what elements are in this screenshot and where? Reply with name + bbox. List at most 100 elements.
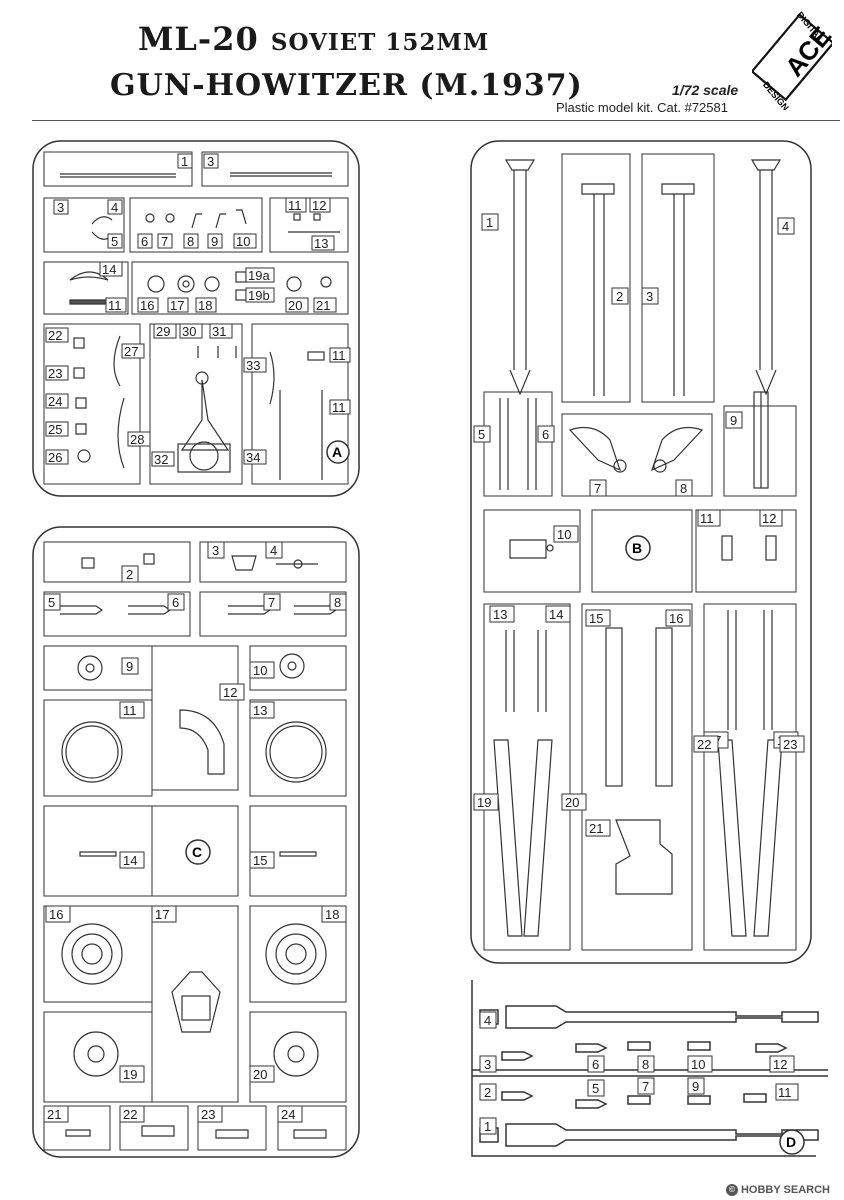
svg-text:9: 9	[126, 659, 133, 674]
part-label: 22	[45, 327, 69, 343]
svg-text:17: 17	[155, 907, 169, 922]
part-label: 8	[637, 1055, 655, 1073]
part-label: 20	[249, 1065, 275, 1083]
part-label: 6	[587, 1055, 605, 1073]
svg-text:20: 20	[253, 1067, 267, 1082]
svg-text:13: 13	[493, 607, 507, 622]
part-label: 10	[553, 525, 579, 543]
title-subtitle: SOVIET 152MM	[270, 29, 490, 56]
part-label: 16	[137, 297, 159, 313]
svg-text:6: 6	[592, 1057, 599, 1072]
header-rule	[32, 120, 840, 121]
part-label: 11	[119, 701, 145, 719]
svg-text:25: 25	[48, 422, 62, 437]
part-label: 15	[249, 851, 275, 869]
part-label: 16	[665, 609, 691, 627]
part-label: 4	[265, 541, 283, 559]
part-label: 10	[249, 661, 275, 679]
catalog-label: Plastic model kit. Cat. #72581	[556, 100, 728, 115]
svg-text:15: 15	[253, 853, 267, 868]
part-label: 4	[777, 217, 795, 235]
svg-text:20: 20	[565, 795, 579, 810]
svg-text:10: 10	[253, 663, 267, 678]
watermark-text: HOBBY SEARCH	[740, 1183, 830, 1196]
svg-text:11: 11	[778, 1085, 792, 1100]
part-label: 7	[637, 1077, 655, 1095]
svg-text:6: 6	[172, 595, 179, 610]
svg-text:11: 11	[332, 400, 346, 415]
svg-text:12: 12	[762, 511, 776, 526]
svg-text:5: 5	[592, 1081, 599, 1096]
svg-text:32: 32	[154, 452, 168, 467]
part-label: 29	[153, 323, 177, 339]
part-label: 19a	[245, 267, 275, 283]
part-label: 23	[779, 735, 805, 753]
ace-logo: ACE DIGITAL DESIGN	[752, 10, 832, 110]
svg-text:22: 22	[48, 328, 62, 343]
svg-text:16: 16	[49, 907, 63, 922]
sprue-b: 1 2 3 4 5 6 7 8 9 10 11 12 13 14 15 16 1…	[470, 140, 812, 964]
part-label: 7	[263, 593, 281, 611]
svg-text:27: 27	[124, 344, 138, 359]
part-label: 19	[119, 1065, 145, 1083]
svg-text:18: 18	[325, 907, 339, 922]
part-label: 18	[321, 905, 347, 923]
svg-text:9: 9	[730, 413, 737, 428]
svg-text:11: 11	[332, 348, 346, 363]
part-label: 30	[179, 323, 203, 339]
svg-text:30: 30	[182, 324, 196, 339]
svg-text:24: 24	[281, 1107, 295, 1122]
part-label: 3	[479, 1055, 497, 1073]
svg-text:23: 23	[783, 737, 797, 752]
svg-text:4: 4	[484, 1013, 491, 1028]
svg-text:14: 14	[549, 607, 563, 622]
part-label: 11	[329, 399, 351, 415]
part-label: 3	[53, 199, 69, 215]
title-model: ML-20	[138, 20, 259, 58]
part-label: 3	[641, 287, 659, 305]
part-label: 10	[233, 233, 257, 249]
part-label: 6	[137, 233, 153, 249]
svg-text:15: 15	[589, 611, 603, 626]
svg-text:34: 34	[246, 450, 260, 465]
part-label: 1	[177, 153, 193, 169]
logo-bottom-text: DESIGN	[761, 80, 791, 110]
part-label: 23	[45, 365, 69, 381]
part-label: 13	[489, 605, 515, 623]
part-label: 5	[473, 425, 491, 443]
svg-text:3: 3	[646, 289, 653, 304]
svg-text:8: 8	[642, 1057, 649, 1072]
part-label: 11	[697, 509, 721, 527]
svg-text:22: 22	[123, 1107, 137, 1122]
svg-text:3: 3	[212, 543, 219, 558]
part-label: 5	[587, 1079, 605, 1097]
part-label: 32	[151, 451, 175, 467]
part-label: 18	[195, 297, 217, 313]
svg-text:26: 26	[48, 450, 62, 465]
part-label: 14	[545, 605, 571, 623]
part-label: 16	[45, 905, 71, 923]
sprue-b-letter-badge	[625, 535, 651, 561]
watermark: ©HOBBY SEARCH	[725, 1183, 830, 1196]
part-label: 14	[119, 851, 145, 869]
svg-text:11: 11	[108, 298, 122, 313]
part-label: 7	[157, 233, 173, 249]
sprue-d-letter: D	[786, 1134, 796, 1150]
sprue-b-letter: B	[632, 540, 642, 556]
svg-text:2: 2	[616, 289, 623, 304]
svg-text:5: 5	[48, 595, 55, 610]
part-label: 22	[693, 735, 719, 753]
svg-text:2: 2	[126, 567, 133, 582]
sprue-c-letter: C	[192, 844, 202, 860]
part-label: 25	[45, 421, 69, 437]
svg-text:8: 8	[680, 481, 687, 496]
part-label: 8	[329, 593, 347, 611]
part-label: 27	[121, 343, 145, 359]
svg-text:19: 19	[477, 795, 491, 810]
svg-text:28: 28	[130, 432, 144, 447]
svg-text:10: 10	[557, 527, 571, 542]
part-label: 11	[105, 297, 127, 313]
part-label: 19	[473, 793, 499, 811]
svg-text:7: 7	[161, 234, 168, 249]
svg-text:16: 16	[140, 298, 154, 313]
